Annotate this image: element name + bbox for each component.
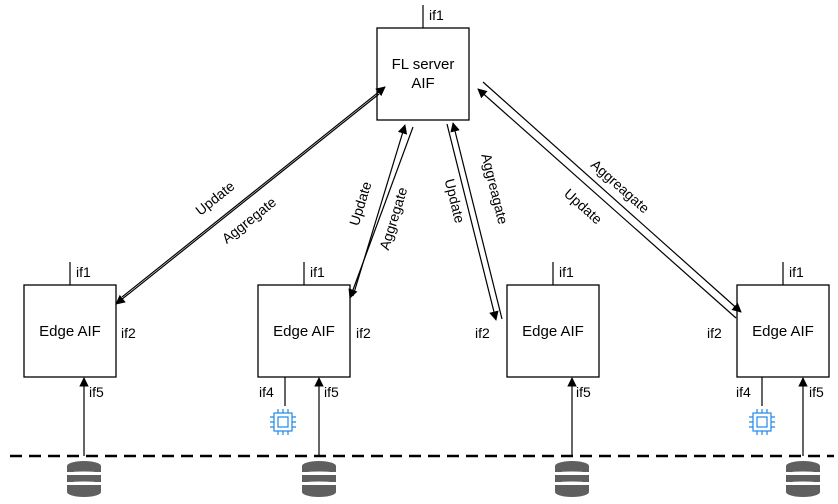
edge-4-if4: if4 (736, 384, 751, 400)
link-edge-1: Update Aggregate (115, 86, 386, 305)
database-icon (786, 461, 820, 497)
edge-box-3 (506, 284, 600, 378)
edge-3-if2: if2 (475, 325, 490, 341)
fl-server-subtitle: AIF (411, 75, 434, 92)
edge-1-if5: if5 (89, 384, 104, 400)
fl-server-node: if1 FL server AIF (376, 5, 470, 121)
edge-3-if1: if1 (559, 264, 574, 280)
edge-node-3: if1 Edge AIF if2 if5 (475, 262, 600, 400)
link-edge-3: Update Aggreagate (442, 122, 511, 321)
aggregate-arrow-1 (115, 93, 380, 305)
aggregate-arrow-4 (482, 81, 742, 313)
update-label-4: Update (561, 185, 606, 227)
update-arrow-1 (121, 86, 386, 298)
database-icon (302, 461, 336, 497)
edge-box-1 (23, 284, 117, 378)
edge-1-if2: if2 (121, 325, 136, 341)
fl-server-title: FL server (392, 56, 455, 73)
edge-2-label: Edge AIF (273, 323, 335, 340)
edge-3-label: Edge AIF (522, 323, 584, 340)
edge-box-4 (736, 284, 830, 378)
update-arrow-4 (477, 88, 737, 319)
aggregate-label-2: Aggregate (376, 185, 410, 252)
update-label-3: Update (442, 177, 468, 225)
edge-node-2: if1 Edge AIF if2 if4 if5 (257, 262, 371, 400)
edge-4-if1: if1 (789, 264, 804, 280)
aggregate-arrow-3 (446, 123, 499, 321)
edge-2-if5: if5 (324, 384, 339, 400)
database-icon (555, 461, 589, 497)
edge-2-if2: if2 (356, 325, 371, 341)
chip-icon (269, 408, 297, 436)
edge-node-4: if1 Edge AIF if2 if4 if5 (707, 262, 830, 400)
fl-server-if1: if1 (429, 7, 444, 23)
edge-4-if5: if5 (809, 384, 824, 400)
aggregate-label-1: Aggregate (219, 194, 280, 247)
edge-4-label: Edge AIF (752, 323, 814, 340)
edge-4-if2: if2 (707, 325, 722, 341)
aggregate-arrow-2 (348, 126, 414, 299)
edge-1-label: Edge AIF (39, 323, 101, 340)
fl-server-box (376, 27, 470, 121)
update-label-2: Update (346, 179, 375, 227)
edge-2-if1: if1 (310, 264, 325, 280)
database-icon (67, 461, 101, 497)
edge-1-if1: if1 (76, 264, 91, 280)
edge-node-1: if1 Edge AIF if2 if5 (23, 262, 136, 400)
update-arrow-3 (450, 122, 503, 320)
edge-3-if5: if5 (576, 384, 591, 400)
edge-2-if4: if4 (259, 384, 274, 400)
chip-icon (748, 408, 776, 436)
link-edge-2: Update Aggregate (346, 124, 414, 299)
aggregate-label-3: Aggreagate (478, 152, 511, 226)
link-edge-4: Update Aggreagate (477, 81, 742, 319)
